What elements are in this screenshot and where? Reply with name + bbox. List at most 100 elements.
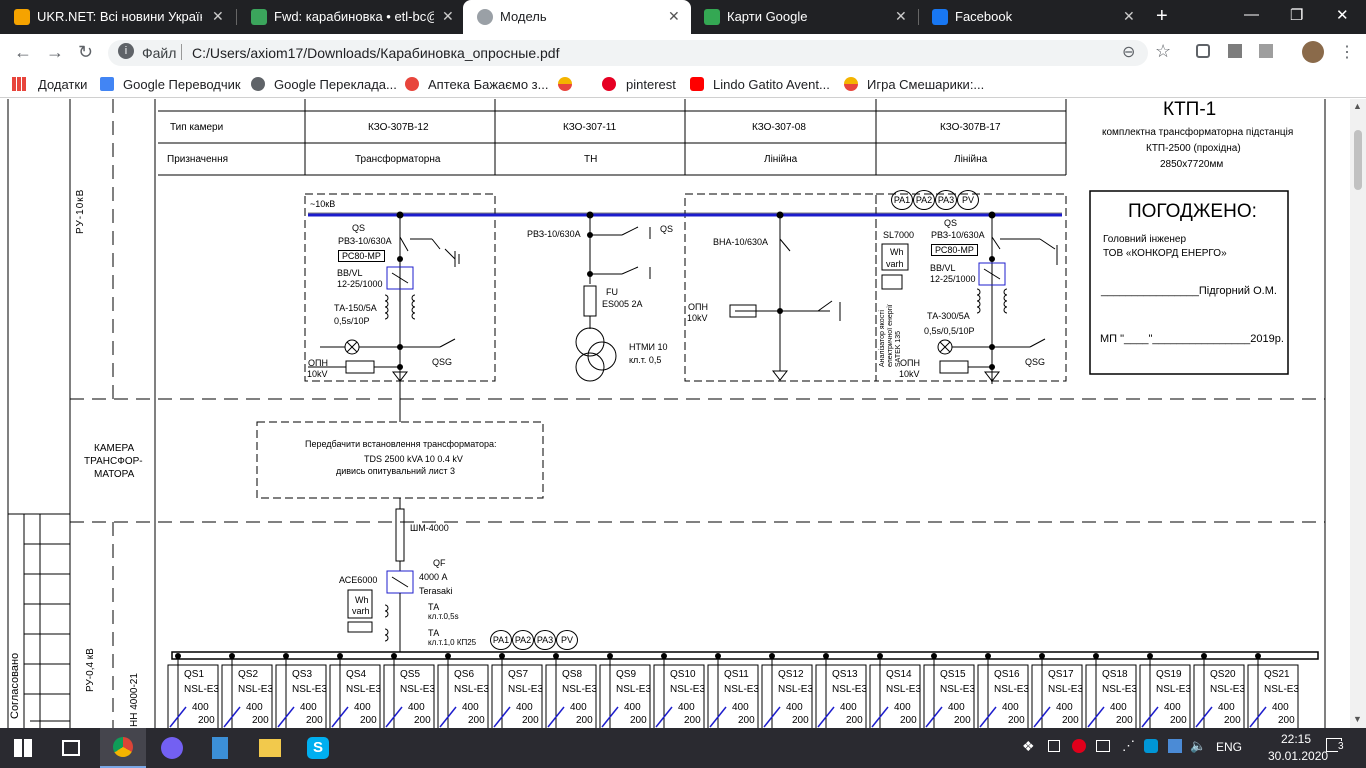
feeder-node bbox=[823, 653, 829, 659]
pdf-viewer[interactable]: КТП-1 комплектна трансформаторна підстан… bbox=[0, 99, 1350, 728]
network-icon[interactable]: ⋰ bbox=[1122, 738, 1135, 753]
feeder-rating-400: 400 bbox=[1002, 702, 1019, 713]
feeder-rating-200: 200 bbox=[1170, 715, 1187, 726]
window-close-icon[interactable]: ✕ bbox=[1336, 7, 1349, 24]
smeshariki-icon bbox=[844, 77, 858, 91]
avatar[interactable] bbox=[1302, 41, 1324, 63]
zoom-icon[interactable]: ⊖ bbox=[1122, 44, 1136, 61]
volume-icon[interactable]: 🔈 bbox=[1190, 738, 1207, 753]
viber-icon[interactable] bbox=[161, 737, 183, 759]
clock-time[interactable]: 22:15 bbox=[1281, 732, 1312, 746]
dropbox-icon[interactable]: ❖ bbox=[1022, 738, 1035, 754]
tab-maps[interactable]: Карти Google ✕ bbox=[690, 0, 918, 34]
feeder-breaker: NSL-E3 bbox=[670, 684, 706, 695]
facebook-icon bbox=[932, 9, 948, 25]
opera-icon[interactable] bbox=[1072, 739, 1086, 753]
smeshariki-icon[interactable] bbox=[558, 77, 572, 91]
tray-skype-icon[interactable] bbox=[1144, 739, 1158, 753]
bookmark-pharmacy[interactable]: Аптека Бажаємо з... bbox=[428, 77, 549, 92]
bookmark-pinterest[interactable]: pinterest bbox=[626, 77, 676, 92]
battery-icon[interactable] bbox=[1096, 740, 1110, 752]
tray-app-icon[interactable] bbox=[1048, 740, 1060, 752]
feeder-switch bbox=[1195, 706, 1213, 728]
tab-model[interactable]: Модель ✕ bbox=[463, 0, 691, 34]
feeder-name: QS21 bbox=[1264, 669, 1290, 680]
feeder-node bbox=[337, 653, 343, 659]
close-icon[interactable]: ✕ bbox=[212, 8, 224, 24]
skype-icon[interactable]: S bbox=[307, 737, 329, 759]
forward-icon[interactable]: → bbox=[46, 42, 64, 62]
feeder-graphic bbox=[1085, 653, 1137, 728]
minimize-icon[interactable]: — bbox=[1244, 6, 1259, 23]
windows-start-icon[interactable] bbox=[14, 739, 32, 757]
close-icon[interactable]: ✕ bbox=[1123, 8, 1135, 24]
meter-pa3: PA3 bbox=[935, 190, 957, 210]
ace-wh: Wh bbox=[355, 595, 369, 605]
reload-icon[interactable]: ↻ bbox=[78, 42, 94, 62]
menu-icon[interactable]: ⋮ bbox=[1339, 44, 1355, 61]
info-icon[interactable]: i bbox=[118, 43, 134, 59]
ace-varh: varh bbox=[352, 606, 370, 616]
c1-bb2: 12-25/1000 bbox=[337, 279, 383, 289]
close-icon[interactable]: ✕ bbox=[442, 8, 454, 24]
feeder-frame bbox=[869, 664, 921, 728]
feeder-breaker: NSL-E3 bbox=[724, 684, 760, 695]
c4-pc: РС80-МР bbox=[931, 244, 978, 256]
c1-bb1: ВВ/VL bbox=[337, 268, 363, 278]
tray-app2-icon[interactable] bbox=[1168, 739, 1182, 753]
feeder-frame bbox=[1139, 664, 1191, 728]
feeder-switch bbox=[1087, 706, 1105, 728]
feeder-graphic bbox=[1247, 653, 1299, 728]
scroll-down-icon[interactable]: ▼ bbox=[1353, 714, 1362, 724]
close-icon[interactable]: ✕ bbox=[895, 8, 907, 24]
calculator-icon[interactable] bbox=[212, 737, 228, 759]
pinterest-icon bbox=[602, 77, 616, 91]
bookmark-star-icon[interactable]: ☆ bbox=[1155, 41, 1172, 61]
tab-strip: UKR.NET: Всі новини України, ✕ Fwd: кара… bbox=[0, 0, 1366, 34]
apps-icon[interactable] bbox=[12, 77, 26, 91]
feeder-frame bbox=[221, 664, 273, 728]
feeder-graphic bbox=[1031, 653, 1083, 728]
scroll-thumb[interactable] bbox=[1354, 130, 1362, 190]
extension-icon[interactable] bbox=[1259, 44, 1273, 58]
acrobat-icon[interactable] bbox=[1228, 44, 1242, 58]
tab-mail[interactable]: Fwd: карабиновка • etl-bc@ul ✕ bbox=[237, 0, 465, 34]
cast-icon[interactable] bbox=[1196, 44, 1210, 58]
scroll-up-icon[interactable]: ▲ bbox=[1353, 101, 1362, 111]
tab-ukrnet[interactable]: UKR.NET: Всі новини України, ✕ bbox=[0, 0, 235, 34]
task-view-icon[interactable] bbox=[62, 740, 80, 756]
c4-qs: QS bbox=[944, 218, 958, 228]
feeder-name: QS1 bbox=[184, 669, 205, 680]
feeder-graphic bbox=[275, 653, 327, 728]
feeder-rating-200: 200 bbox=[684, 715, 701, 726]
cell-purpose-1: Трансформаторна bbox=[355, 154, 441, 165]
back-icon[interactable]: ← bbox=[14, 42, 32, 62]
c4-opn2: 10kV bbox=[899, 369, 920, 379]
c2-kl: кл.т. 0,5 bbox=[629, 355, 662, 365]
feeder-breaker: NSL-E3 bbox=[346, 684, 382, 695]
c2-fu: FU bbox=[606, 287, 618, 297]
feeder-node bbox=[931, 653, 937, 659]
feeder-rating-200: 200 bbox=[792, 715, 809, 726]
bookmark-smeshariki[interactable]: Игра Смешарики:... bbox=[867, 77, 985, 92]
feeder-switch bbox=[817, 706, 835, 728]
url-text[interactable]: C:/Users/axiom17/Downloads/Карабиновка_о… bbox=[192, 45, 560, 61]
vertical-scrollbar[interactable] bbox=[1350, 99, 1366, 728]
feeder-rating-200: 200 bbox=[414, 715, 431, 726]
close-icon[interactable]: ✕ bbox=[668, 8, 680, 24]
address-bar[interactable] bbox=[108, 40, 1148, 66]
bookmark-lindo[interactable]: Lindo Gatito Avent... bbox=[713, 77, 830, 92]
feeder-rating-200: 200 bbox=[1008, 715, 1025, 726]
language-indicator[interactable]: ENG bbox=[1216, 740, 1243, 754]
restore-icon[interactable]: ❐ bbox=[1290, 7, 1304, 24]
file-explorer-icon[interactable] bbox=[259, 739, 281, 757]
bookmark-translate-2[interactable]: Google Переклада... bbox=[274, 77, 397, 92]
feeder-rating-200: 200 bbox=[900, 715, 917, 726]
bookmark-apps[interactable]: Додатки bbox=[38, 77, 88, 92]
feeder-rating-200: 200 bbox=[1278, 715, 1295, 726]
feeder-rating-400: 400 bbox=[300, 702, 317, 713]
clock-date[interactable]: 30.01.2020 bbox=[1268, 749, 1329, 763]
tab-facebook[interactable]: Facebook ✕ bbox=[918, 0, 1146, 34]
bookmark-translate-1[interactable]: Google Переводчик bbox=[123, 77, 241, 92]
new-tab-icon[interactable]: + bbox=[1156, 5, 1168, 27]
